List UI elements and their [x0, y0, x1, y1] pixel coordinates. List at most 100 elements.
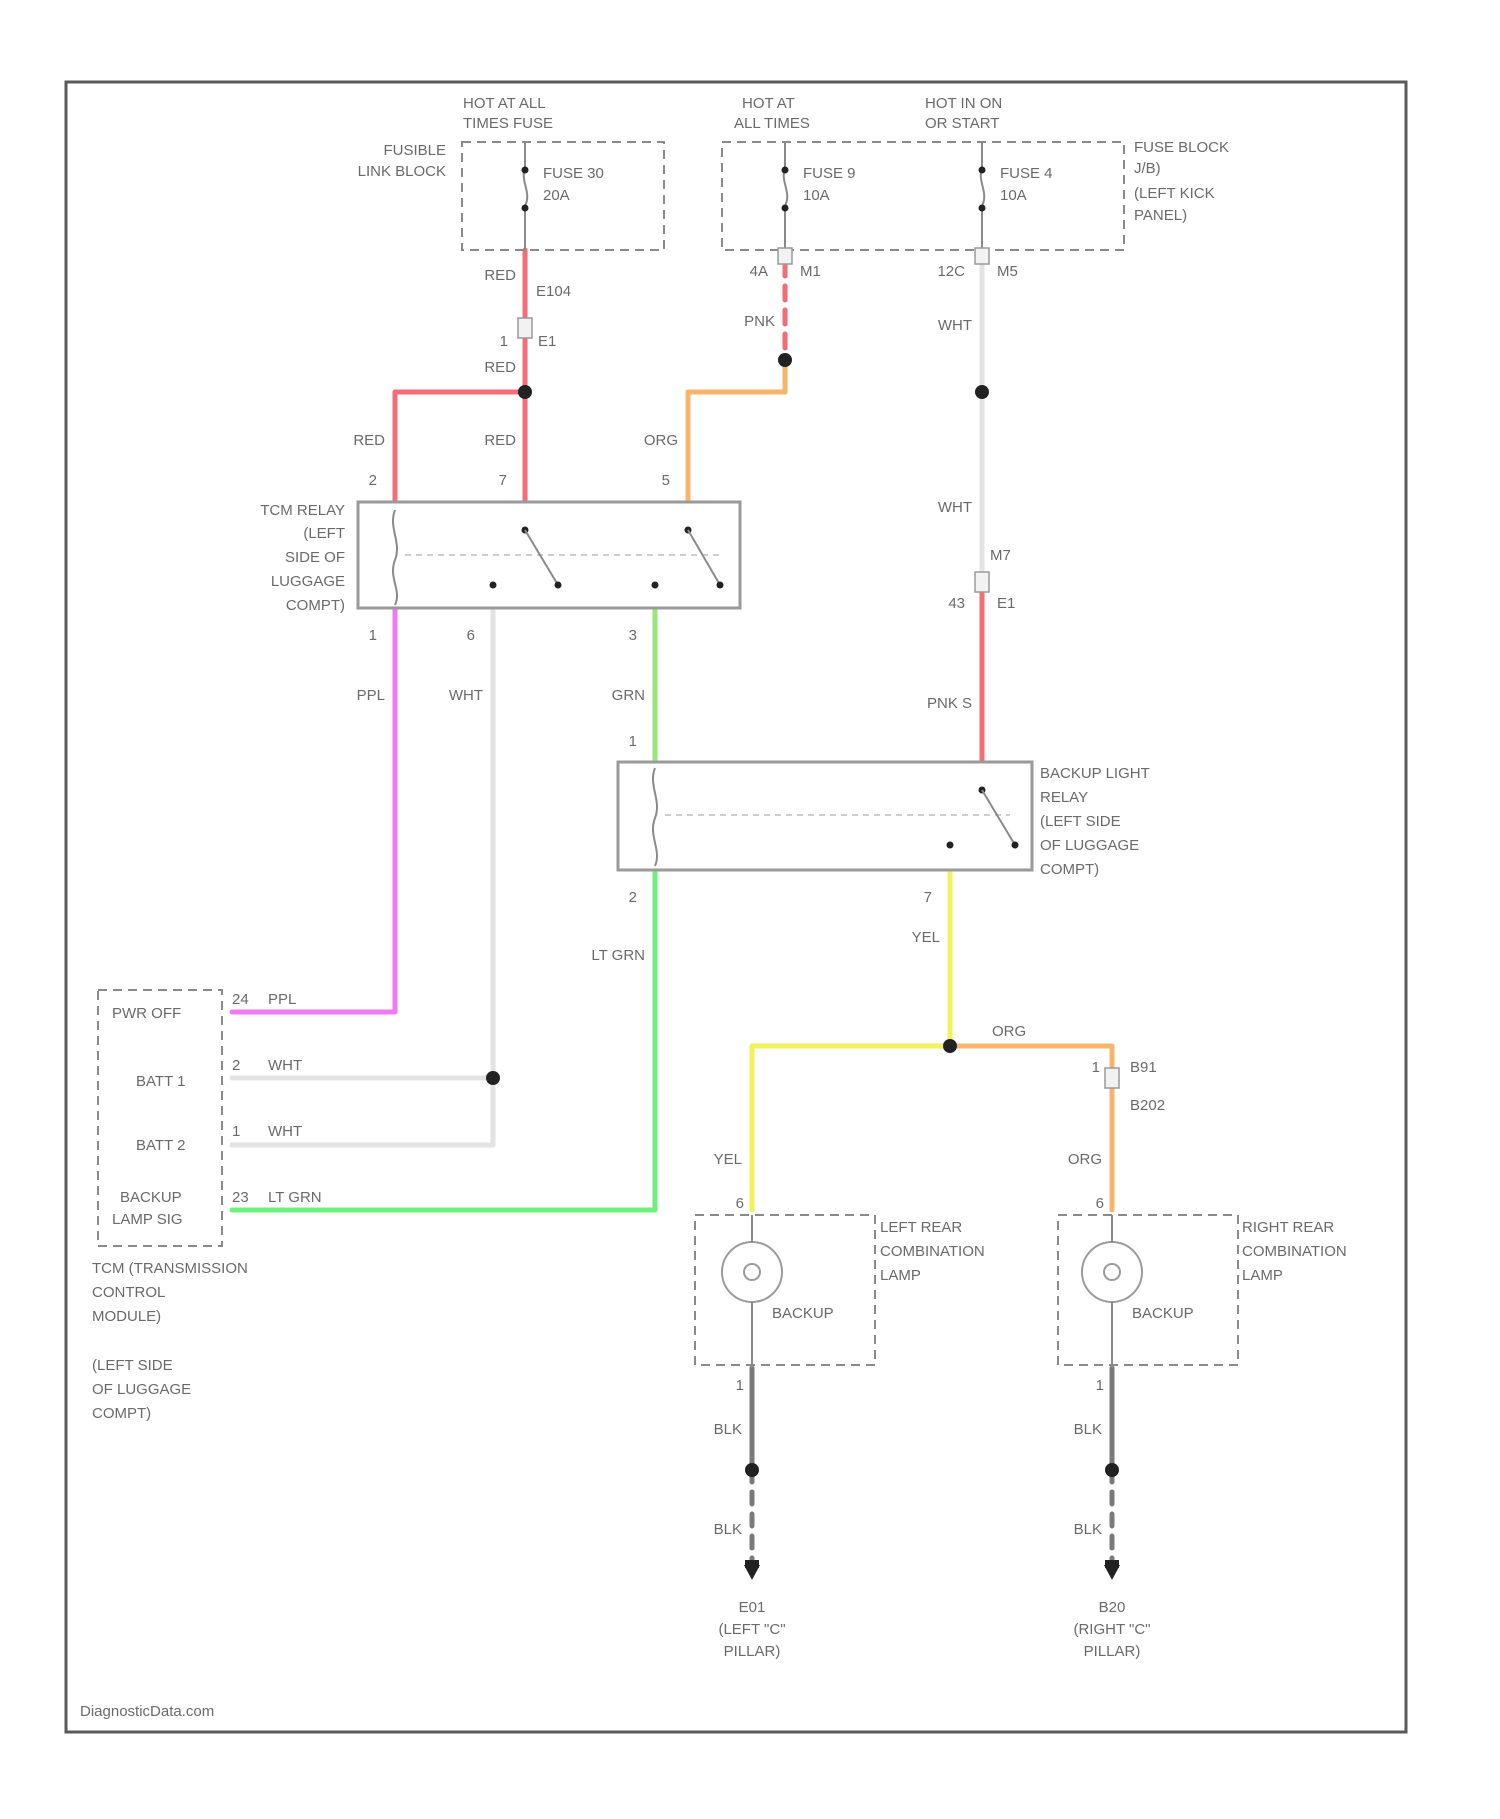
fuse30-pin-top [522, 167, 529, 174]
diagram-frame [66, 82, 1406, 1732]
pin-tcm-7: 7 [499, 472, 507, 489]
tcm-relay-label-3: SIDE OF [285, 549, 345, 566]
fuse9-rating: 10A [803, 187, 830, 204]
tcm-relay-switch-1-end [555, 582, 562, 589]
right-backup-label: BACKUP [1132, 1305, 1194, 1322]
left-ground-terminal [745, 1560, 759, 1568]
fuse4-pin-top [979, 167, 986, 174]
fuse-block-label-2: J/B) [1134, 160, 1161, 177]
fuse-block-box [722, 142, 1124, 250]
pin-tcm-batt-1: 1 [232, 1123, 240, 1140]
right-ground-label-1: B20 [1099, 1599, 1126, 1616]
right-rear-lamp: BACKUP RIGHT REAR COMBINATION LAMP [1058, 1215, 1347, 1368]
backup-relay-label-5: COMPT) [1040, 861, 1099, 878]
junction-yel-org [943, 1039, 957, 1053]
pin-b202: B202 [1130, 1097, 1165, 1114]
left-lamp-label-2: COMBINATION [880, 1243, 985, 1260]
hot-at-all-times-fuse-2: TIMES FUSE [463, 115, 553, 132]
junction-blk-left [745, 1463, 759, 1477]
wire-label-yel-left: YEL [714, 1151, 742, 1168]
junction-blk-right [1105, 1463, 1119, 1477]
pin-tcm-23: 23 [232, 1189, 249, 1206]
pin-e1: E1 [538, 333, 556, 350]
fuse9-label: FUSE 9 [803, 165, 856, 182]
pin-backup-7: 7 [924, 889, 932, 906]
tcm-relay-label-5: COMPT) [286, 597, 345, 614]
tcm-relay-contact-3 [652, 582, 659, 589]
fuse4-pin-bottom [979, 205, 986, 212]
fusible-link-block: FUSIBLE LINK BLOCK HOT AT ALL TIMES FUSE… [358, 95, 664, 250]
wire-label-e104: E104 [536, 283, 571, 300]
pin-backup-1: 1 [629, 733, 637, 750]
right-lamp-label-2: COMBINATION [1242, 1243, 1347, 1260]
watermark: DiagnosticData.com [80, 1703, 214, 1720]
pin-4a: 4A [750, 263, 768, 280]
tcm-relay-switch-2 [688, 530, 720, 585]
fuse4-label: FUSE 4 [1000, 165, 1053, 182]
right-ground-label-2: (RIGHT "C" [1073, 1621, 1150, 1638]
tcm-batt-2: BATT 2 [136, 1137, 185, 1154]
fuse9-pin-top [782, 167, 789, 174]
left-lamp-label-3: LAMP [880, 1267, 921, 1284]
wire-label-pnk-s: PNK S [927, 695, 972, 712]
tcm-caption-3: MODULE) [92, 1308, 161, 1325]
tcm-relay-label-1: TCM RELAY [260, 502, 345, 519]
tcm-caption-2: CONTROL [92, 1284, 165, 1301]
wire-label-red-left: RED [353, 432, 385, 449]
wire-label-tcm-ppl: PPL [268, 991, 296, 1008]
wire-label-blk-r2: BLK [1074, 1521, 1102, 1538]
fuse30-rating: 20A [543, 187, 570, 204]
wire-label-grn: GRN [612, 687, 645, 704]
pin-12c: 12C [937, 263, 965, 280]
hot-at-all-times-2: ALL TIMES [734, 115, 810, 132]
fusible-link-label-2: LINK BLOCK [358, 163, 446, 180]
right-ground-terminal [1105, 1560, 1119, 1568]
tcm-relay-switch-1 [525, 530, 558, 585]
hot-in-on-1: HOT IN ON [925, 95, 1002, 112]
connector-m7 [975, 572, 989, 592]
right-ground-label-3: PILLAR) [1084, 1643, 1141, 1660]
tcm-relay: TCM RELAY (LEFT SIDE OF LUGGAGE COMPT) [260, 502, 740, 614]
wire-org-relay [688, 360, 785, 500]
wire-label-ppl: PPL [357, 687, 385, 704]
pin-43: 43 [948, 595, 965, 612]
backup-relay-switch [982, 790, 1015, 845]
wire-label-tcm-wht1: WHT [268, 1057, 302, 1074]
pin-1-e1: 1 [500, 333, 508, 350]
right-backup-bulb-icon [1082, 1242, 1142, 1302]
pin-m5: M5 [997, 263, 1018, 280]
right-bulb-filament-icon [1104, 1264, 1120, 1280]
pin-right-1: 1 [1096, 1377, 1104, 1394]
backup-relay-label-3: (LEFT SIDE [1040, 813, 1121, 830]
left-lamp-label-1: LEFT REAR [880, 1219, 962, 1236]
tcm-relay-label-2: (LEFT [303, 525, 345, 542]
wire-org-right [950, 1046, 1112, 1068]
wire-label-lt-grn: LT GRN [591, 947, 645, 964]
pin-b91-num: 1 [1092, 1059, 1100, 1076]
hot-in-on-2: OR START [925, 115, 999, 132]
left-ground-label-2: (LEFT "C" [718, 1621, 785, 1638]
pin-tcm-6: 6 [467, 627, 475, 644]
wire-label-red-top: RED [484, 267, 516, 284]
wire-label-wht-top: WHT [938, 317, 972, 334]
backup-relay-contact-out [947, 842, 954, 849]
right-lamp-box [1058, 1215, 1238, 1365]
wire-label-yel-relay: YEL [912, 929, 940, 946]
tcm-caption-5: (LEFT SIDE [92, 1357, 173, 1374]
connector-b202 [1105, 1068, 1119, 1088]
left-lamp-box [695, 1215, 875, 1365]
pin-right-6: 6 [1096, 1195, 1104, 1212]
wire-label-pnk: PNK [744, 313, 775, 330]
fuse4-rating: 10A [1000, 187, 1027, 204]
fuse-block: HOT AT ALL TIMES HOT IN ON OR START FUSE… [722, 95, 1229, 262]
fuse-block-label-3: (LEFT KICK [1134, 185, 1215, 202]
junction-pnk-org [778, 353, 792, 367]
pin-tcm-3: 3 [629, 627, 637, 644]
hot-at-all-times-1: HOT AT [742, 95, 795, 112]
left-ground-label-1: E01 [739, 1599, 766, 1616]
pin-tcm-5: 5 [662, 472, 670, 489]
backup-relay-label-2: RELAY [1040, 789, 1088, 806]
wire-label-tcm-wht2: WHT [268, 1123, 302, 1140]
wire-label-org-junc: ORG [992, 1023, 1026, 1040]
